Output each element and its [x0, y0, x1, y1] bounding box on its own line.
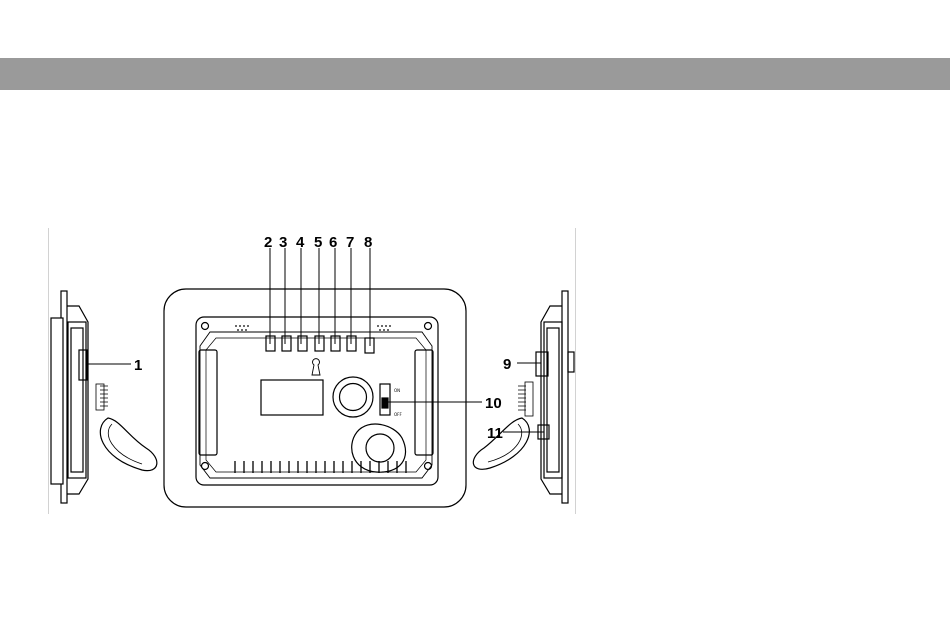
- callout-4: 4: [296, 234, 305, 251]
- left-side-view: [51, 291, 157, 503]
- callout-2: 2: [264, 234, 272, 251]
- callout-3: 3: [279, 234, 287, 251]
- callout-6: 6: [329, 234, 337, 251]
- callout-10: 10: [485, 395, 502, 412]
- callout-8: 8: [364, 234, 372, 251]
- callout-7: 7: [346, 234, 354, 251]
- callout-1: 1: [134, 357, 142, 374]
- callout-5: 5: [314, 234, 322, 251]
- callout-11: 11: [487, 425, 503, 442]
- switch-on-label: ON: [394, 388, 400, 393]
- switch-off-label: OFF: [394, 412, 402, 417]
- back-view: [164, 289, 466, 507]
- usb-port: [536, 352, 548, 376]
- callout-9: 9: [503, 356, 511, 373]
